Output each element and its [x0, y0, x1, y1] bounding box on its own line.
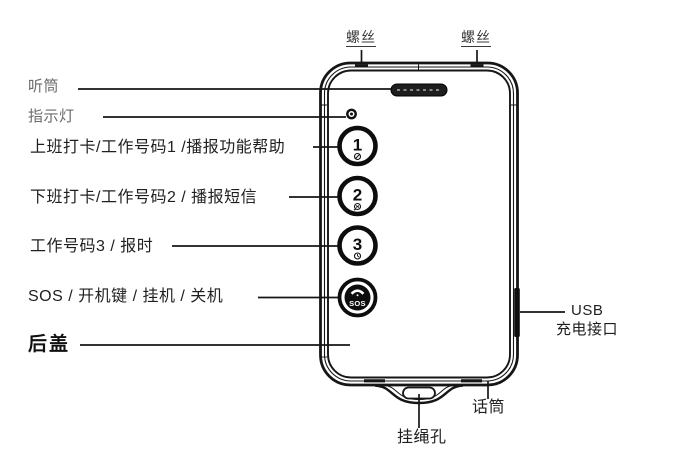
help-icon	[353, 152, 362, 161]
callout-lines	[78, 50, 565, 428]
key-3-number: 3	[353, 235, 362, 254]
label-lanyard-hole: 挂绳孔	[397, 429, 447, 446]
sms-icon	[353, 202, 362, 211]
label-key2: 下班打卡/工作号码2 / 播报短信	[30, 189, 258, 206]
label-key3: 工作号码3 / 报时	[30, 238, 154, 255]
label-usb: USB	[571, 302, 604, 319]
label-screw-left: 螺丝	[346, 29, 376, 48]
key-2: 2	[337, 175, 378, 217]
label-back-cover: 后盖	[28, 334, 71, 355]
indicator-led	[346, 108, 357, 120]
key-2-number: 2	[353, 186, 362, 205]
sos-key: SOS	[337, 277, 378, 318]
sos-key-label: SOS	[349, 299, 366, 308]
clock-icon	[353, 252, 362, 260]
label-usb-charging-port: 充电接口	[556, 321, 619, 338]
label-sos-key: SOS / 开机键 / 挂机 / 关机	[28, 288, 224, 305]
handset-icon	[350, 289, 365, 297]
label-screw-right: 螺丝	[461, 29, 491, 48]
label-microphone: 话筒	[472, 399, 506, 416]
label-key1: 上班打卡/工作号码1 /播报功能帮助	[30, 139, 286, 156]
key-1-number: 1	[353, 136, 362, 155]
key-1: 1	[337, 125, 378, 167]
key-3: 3	[337, 225, 378, 266]
label-earpiece: 听筒	[28, 78, 60, 95]
earpiece-speaker	[390, 83, 448, 97]
usb-port	[514, 288, 520, 337]
label-indicator-light: 指示灯	[28, 108, 75, 125]
